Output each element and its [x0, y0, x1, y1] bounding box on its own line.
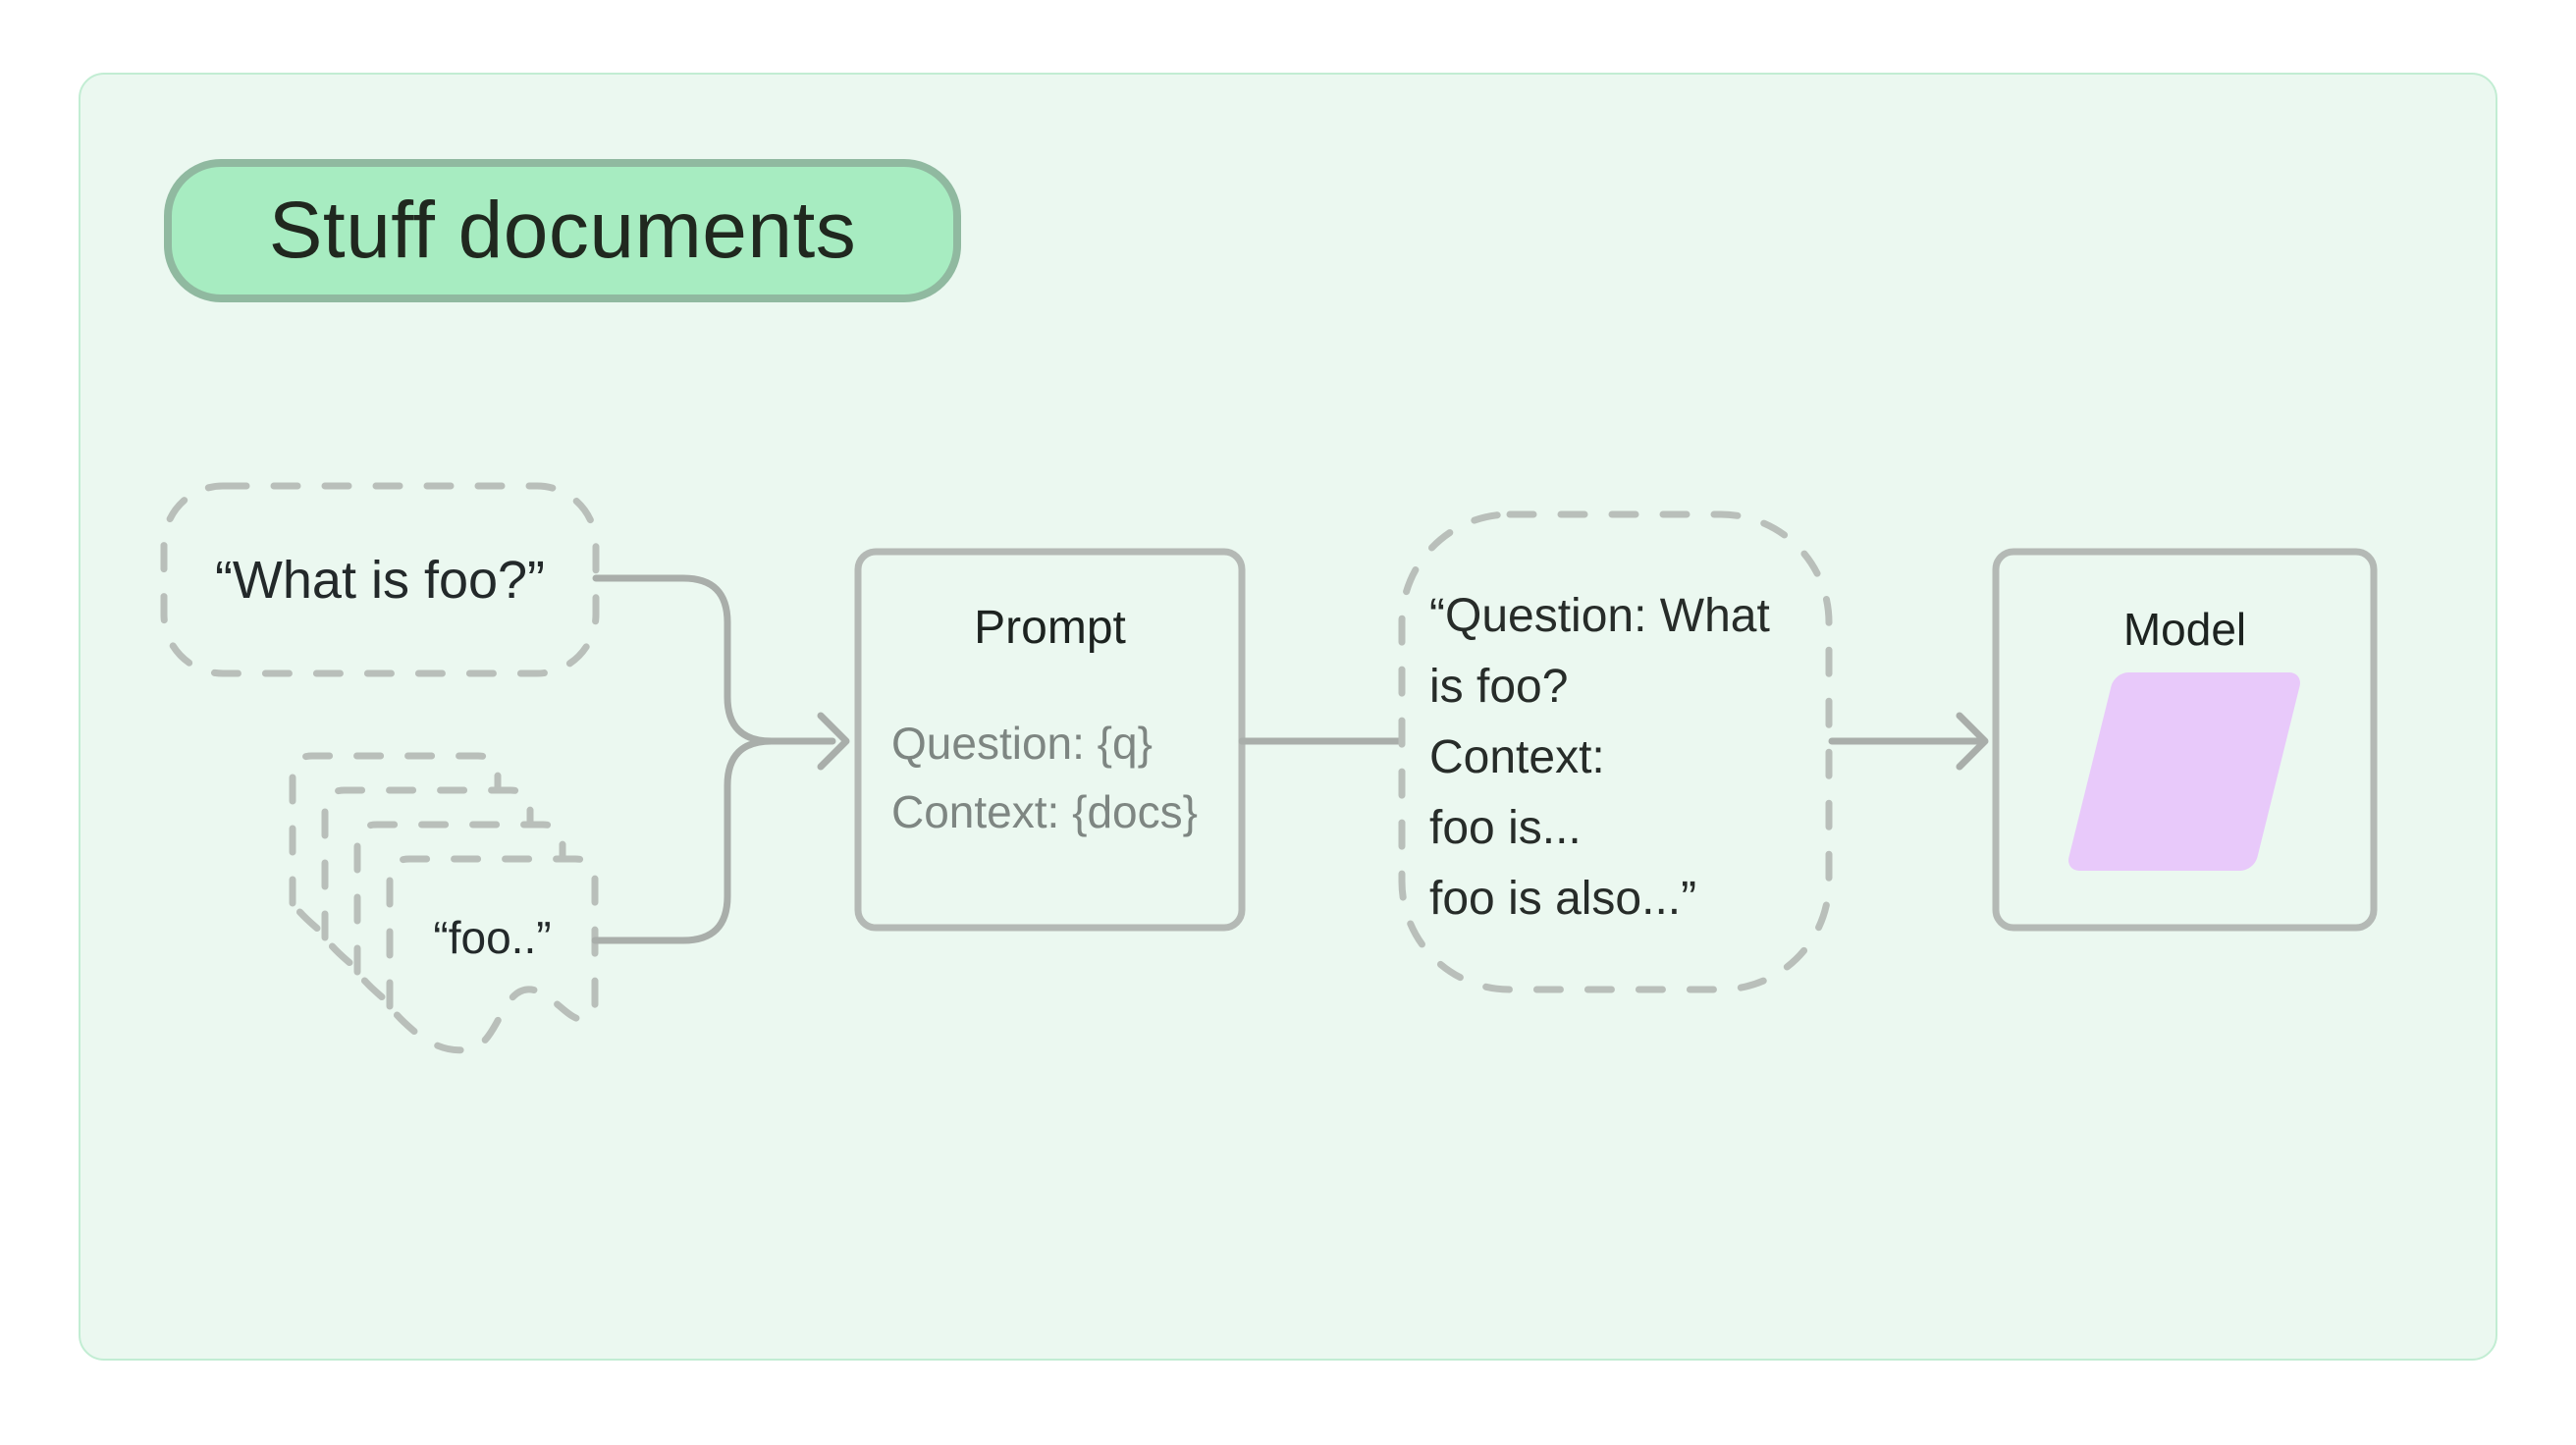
prompt-context-line: Context: {docs} — [891, 786, 1198, 837]
stuff-documents-badge-label: Stuff documents — [268, 186, 857, 275]
stuffed-line-2: is foo? — [1429, 661, 1569, 713]
prompt-question-line: Question: {q} — [891, 718, 1153, 769]
question-node-label: “What is foo?” — [214, 550, 546, 610]
connector-question-to-prompt — [592, 574, 836, 745]
question-node-box — [160, 482, 600, 677]
stuffed-line-3: Context: — [1429, 731, 1605, 783]
stuffed-line-5: foo is also...” — [1429, 873, 1697, 925]
stuffed-line-4: foo is... — [1429, 802, 1582, 854]
connector-docs-to-prompt — [591, 737, 776, 944]
stuffed-prompt-box — [1398, 510, 1833, 993]
prompt-node-title: Prompt — [974, 602, 1126, 654]
model-node-box — [1992, 548, 2378, 932]
stuffed-line-1: “Question: What — [1429, 590, 1770, 642]
arrowhead-into-prompt — [817, 712, 850, 771]
stuffed-prompt-text: “Question: What is foo? Context: foo is.… — [1429, 581, 1832, 935]
prompt-node-body: Question: {q} Context: {docs} — [891, 709, 1245, 846]
model-node-title: Model — [2122, 604, 2247, 655]
document-front-label: “foo..” — [433, 912, 552, 963]
stuff-documents-badge: Stuff documents — [164, 159, 961, 302]
arrowhead-into-model — [1956, 712, 1989, 771]
